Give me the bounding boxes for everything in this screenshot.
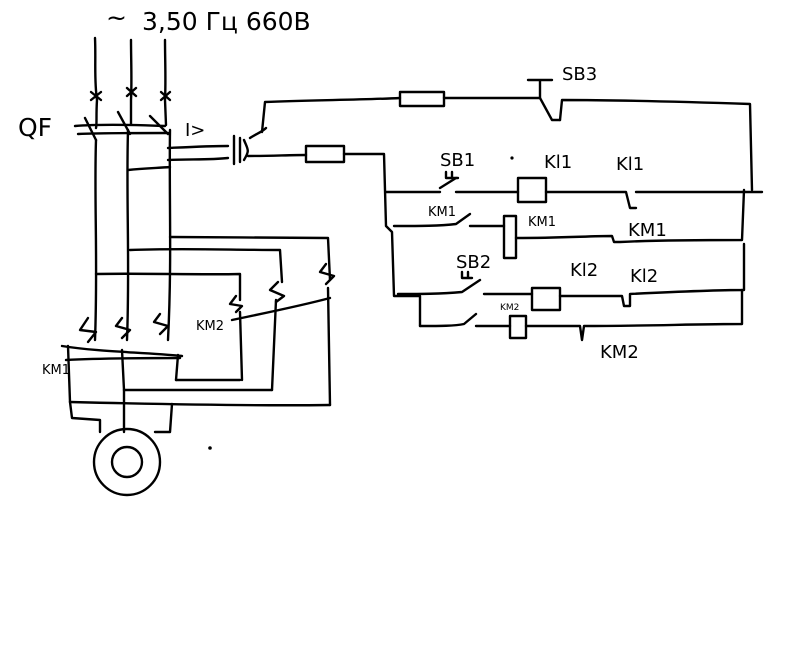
qf-label: QF <box>18 113 52 142</box>
kl1-contact-label: Kl1 <box>616 154 644 175</box>
control-fuse <box>304 144 346 164</box>
phase-l1 <box>89 36 103 342</box>
kl2-coil <box>530 286 562 312</box>
km1-power-label: KM1 <box>42 363 70 378</box>
sb1-label: SB1 <box>440 150 475 171</box>
rung-2 <box>392 188 746 260</box>
phase-l3 <box>159 38 172 342</box>
qf-breaker <box>73 110 170 142</box>
overcurrent-label: I> <box>185 120 205 141</box>
supply-spec: 3,50 Гц 660В <box>142 7 311 36</box>
km1-power-contacts <box>60 312 184 404</box>
km1-hold-label: KM1 <box>428 205 456 220</box>
rung-3 <box>396 242 746 312</box>
kl2-coil-label: Kl2 <box>570 260 598 281</box>
top-fuse <box>398 90 446 108</box>
sb3-label: SB3 <box>562 64 597 85</box>
km2-contact-label: KM2 <box>600 342 639 363</box>
supply-tilde: ~ <box>106 3 127 32</box>
kl1-coil <box>516 176 548 204</box>
km1-contact-label: KM1 <box>628 220 667 241</box>
km2-hold-label: KM2 <box>500 303 519 313</box>
kl2-contact-label: Kl2 <box>630 266 658 287</box>
km2-power-label: KM2 <box>196 319 224 334</box>
km2-coil <box>508 314 528 340</box>
kl1-coil-label: Kl1 <box>544 152 572 173</box>
stray-dot <box>208 446 212 450</box>
overcurrent-relay <box>166 126 268 166</box>
km1-coil <box>502 214 518 260</box>
phase-l2 <box>125 38 138 342</box>
rung-4 <box>418 288 744 342</box>
rung-1 <box>384 170 764 210</box>
km2-power-contacts <box>230 286 332 407</box>
sb2-label: SB2 <box>456 252 491 273</box>
motor-symbol <box>92 427 162 497</box>
sb3-stop-button <box>526 78 754 192</box>
km1-coil-label: KM1 <box>528 215 556 230</box>
